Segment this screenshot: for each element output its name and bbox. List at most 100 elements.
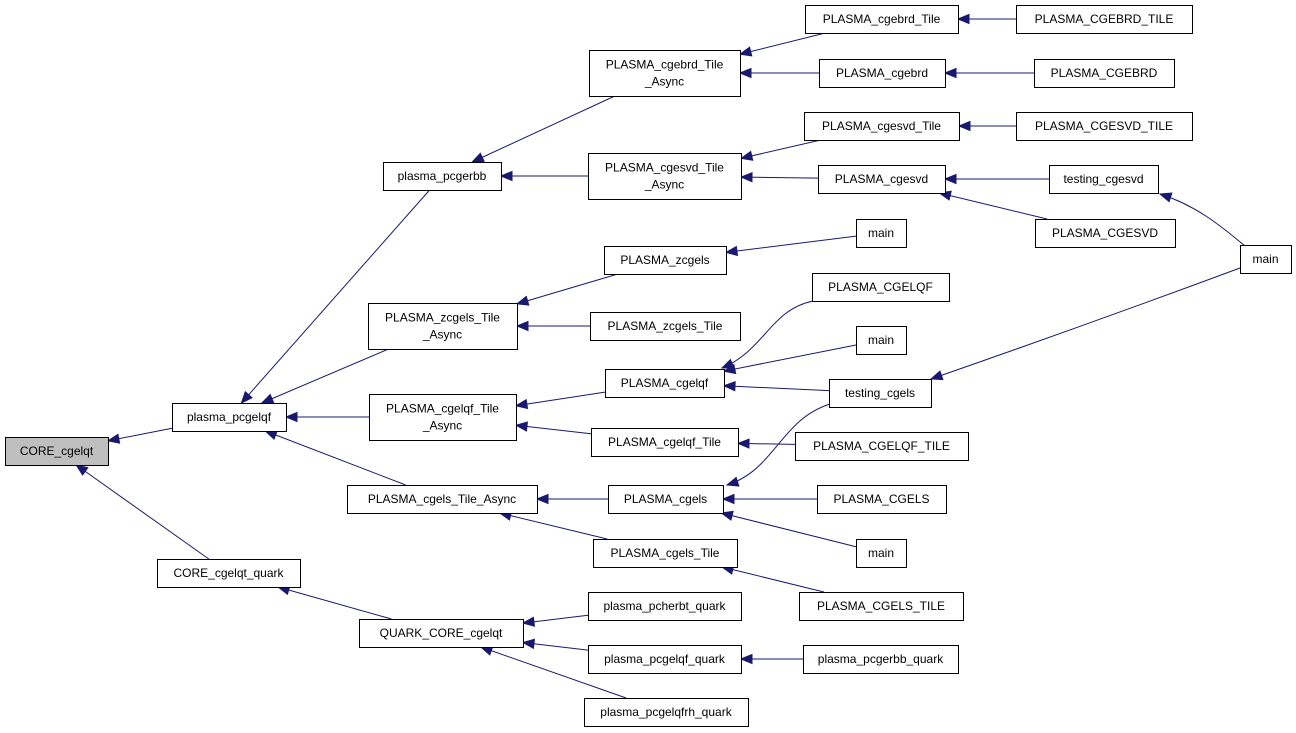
node-plasma_cgesvd_tile[interactable]: PLASMA_cgesvd_Tile: [804, 112, 960, 141]
node-box[interactable]: [799, 592, 964, 621]
node-main_zcgels[interactable]: main: [856, 219, 907, 248]
node-plasma_pcherbt_quark[interactable]: plasma_pcherbt_quark: [588, 592, 742, 621]
node-plasma_cgesvd_tile_async[interactable]: PLASMA_cgesvd_Tile_Async: [588, 153, 742, 200]
node-plasma_zcgels_tile[interactable]: PLASMA_zcgels_Tile: [590, 312, 741, 341]
node-plasma_cgesvd[interactable]: PLASMA_cgesvd: [818, 165, 946, 194]
node-box[interactable]: [803, 645, 959, 674]
node-plasma_cgels_tile[interactable]: PLASMA_cgels_Tile: [593, 539, 738, 568]
node-plasma_cgels_tile_async[interactable]: PLASMA_cgels_Tile_Async: [347, 485, 538, 514]
edge-line: [721, 300, 814, 369]
node-box[interactable]: [805, 5, 959, 34]
node-box[interactable]: [157, 559, 301, 588]
node-box[interactable]: [795, 432, 969, 461]
node-box[interactable]: [608, 485, 724, 514]
node-box[interactable]: [584, 698, 749, 727]
node-plasma_pcgelqf_quark[interactable]: plasma_pcgelqf_quark: [588, 645, 742, 674]
edge-line: [723, 385, 830, 392]
node-main_testing[interactable]: main: [1240, 245, 1292, 274]
node-box[interactable]: [812, 273, 950, 302]
node-plasma_cgebrd[interactable]: PLASMA_cgebrd: [819, 59, 946, 88]
node-plasma_CGELQF[interactable]: PLASMA_CGELQF: [812, 273, 950, 302]
node-plasma_CGESVD[interactable]: PLASMA_CGESVD: [1035, 219, 1176, 248]
edge-plasma_pcherbt_quark-to-quark_core_cgelqt: [521, 614, 589, 627]
node-box[interactable]: [604, 246, 727, 275]
node-box[interactable]: [359, 619, 524, 648]
node-box[interactable]: [804, 112, 960, 141]
node-box[interactable]: [1034, 59, 1175, 88]
node-box[interactable]: [856, 219, 907, 248]
root-node[interactable]: CORE_cgelqt: [5, 437, 109, 466]
arrowhead-icon: [739, 653, 753, 665]
node-label: _Async: [422, 328, 462, 342]
node-box[interactable]: [1049, 165, 1159, 194]
node-plasma_CGELS_TILE[interactable]: PLASMA_CGELS_TILE: [799, 592, 964, 621]
node-plasma_cgelqf[interactable]: PLASMA_cgelqf: [605, 369, 725, 398]
node-box[interactable]: [1240, 245, 1292, 274]
node-plasma_cgebrd_tile[interactable]: PLASMA_cgebrd_Tile: [805, 5, 959, 34]
edge-main_cgels-to-plasma_cgels: [720, 510, 857, 548]
node-box[interactable]: [383, 162, 502, 191]
node-main_cgelqf[interactable]: main: [856, 326, 907, 355]
node-label: CORE_cgelqt_quark: [173, 566, 284, 580]
node-box[interactable]: [817, 485, 947, 514]
node-box[interactable]: [856, 326, 907, 355]
node-quark_core_cgelqt[interactable]: QUARK_CORE_cgelqt: [359, 619, 524, 648]
node-plasma_CGEBRD_TILE[interactable]: PLASMA_CGEBRD_TILE: [1016, 5, 1193, 34]
edges-layer: [75, 13, 1246, 699]
node-core_cgelqt_quark[interactable]: CORE_cgelqt_quark: [157, 559, 301, 588]
node-box[interactable]: [172, 403, 287, 432]
node-box[interactable]: [591, 428, 739, 457]
node-plasma_pcgerbb[interactable]: plasma_pcgerbb: [383, 162, 502, 191]
node-box[interactable]: [605, 369, 725, 398]
node-plasma_cgelqf_tile_async[interactable]: PLASMA_cgelqf_Tile_Async: [369, 394, 517, 441]
node-label: PLASMA_zcgels: [620, 253, 709, 267]
node-plasma_pcgelqf[interactable]: plasma_pcgelqf: [172, 403, 287, 432]
edge-line: [261, 348, 389, 404]
node-plasma_cgels[interactable]: PLASMA_cgels: [608, 485, 724, 514]
arrowhead-icon: [721, 493, 735, 505]
node-box[interactable]: [347, 485, 538, 514]
node-testing_cgesvd[interactable]: testing_cgesvd: [1049, 165, 1159, 194]
node-box[interactable]: [1035, 219, 1176, 248]
node-box[interactable]: [1016, 112, 1193, 141]
arrowhead-icon: [956, 13, 970, 25]
node-plasma_CGEBRD[interactable]: PLASMA_CGEBRD: [1034, 59, 1175, 88]
node-box[interactable]: [589, 50, 741, 97]
node-box[interactable]: [819, 59, 946, 88]
node-plasma_CGELQF_TILE[interactable]: PLASMA_CGELQF_TILE: [795, 432, 969, 461]
node-plasma_pcgelqfrh_quark[interactable]: plasma_pcgelqfrh_quark: [584, 698, 749, 727]
node-plasma_zcgels[interactable]: PLASMA_zcgels: [604, 246, 727, 275]
node-box[interactable]: [818, 165, 946, 194]
edge-line: [265, 430, 406, 486]
arrowhead-icon: [515, 320, 529, 332]
node-main_cgels[interactable]: main: [856, 539, 907, 568]
edge-line: [515, 391, 606, 407]
node-box[interactable]: [590, 312, 741, 341]
node-label: QUARK_CORE_cgelqt: [380, 626, 503, 640]
node-box[interactable]: [368, 303, 518, 350]
node-label: PLASMA_CGELS: [833, 492, 929, 506]
node-plasma_CGELS[interactable]: PLASMA_CGELS: [817, 485, 947, 514]
edge-line: [740, 176, 819, 179]
node-plasma_zcgels_tile_async[interactable]: PLASMA_zcgels_Tile_Async: [368, 303, 518, 350]
edge-plasma_CGELQF_TILE-to-plasma_cgelqf_tile: [736, 438, 796, 449]
node-box[interactable]: [856, 539, 907, 568]
arrowhead-icon: [943, 67, 957, 79]
node-plasma_cgelqf_tile[interactable]: PLASMA_cgelqf_Tile: [591, 428, 739, 457]
node-box[interactable]: [588, 645, 742, 674]
node-box[interactable]: [588, 592, 742, 621]
node-box[interactable]: [829, 379, 932, 408]
node-box[interactable]: [1016, 5, 1193, 34]
arrowhead-icon: [929, 370, 944, 381]
node-testing_cgels[interactable]: testing_cgels: [829, 379, 932, 408]
node-box[interactable]: [588, 153, 742, 200]
node-plasma_CGESVD_TILE[interactable]: PLASMA_CGESVD_TILE: [1016, 112, 1193, 141]
node-box[interactable]: [593, 539, 738, 568]
node-plasma_cgebrd_tile_async[interactable]: PLASMA_cgebrd_Tile_Async: [589, 50, 741, 97]
edge-quark_core_cgelqt-to-core_cgelqt_quark: [276, 585, 392, 620]
node-box[interactable]: [5, 437, 109, 466]
node-box[interactable]: [369, 394, 517, 441]
node-plasma_pcgerbb_quark[interactable]: plasma_pcgerbb_quark: [803, 645, 959, 674]
node-label: PLASMA_CGELS_TILE: [817, 599, 945, 613]
edge-main_zcgels-to-plasma_zcgels: [724, 235, 857, 257]
